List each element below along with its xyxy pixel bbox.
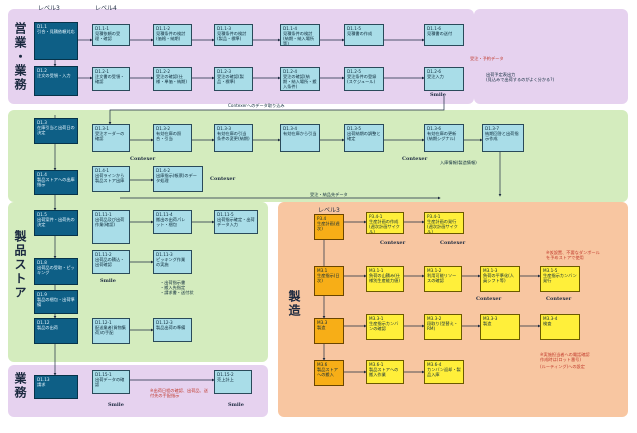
store-row3-step[interactable]: D1.11-4 搬出の出荷パレット・梱包 — [153, 210, 192, 234]
store-row4-step[interactable]: D1.11-2 出荷品の積込・出荷確認 — [92, 250, 130, 274]
mfg-row1-step[interactable]: P3.4-1 生産計画の作成(週次計画サイクル) — [366, 212, 404, 234]
system-contexer: Contexer — [130, 156, 156, 162]
sales-l3-d1-2[interactable]: D1.2 注文の受領・入力 — [34, 66, 78, 96]
mfg-row2-step[interactable]: M3.1-1 負荷の山積み(仕様別生産能力値) — [366, 266, 404, 292]
mfg-row4-step[interactable]: M3.6-1 製品ストアへの搬入作業 — [366, 360, 404, 384]
sales-row2-step[interactable]: D1.2-4 受注の確認(納期・納入場所・搬入条件) — [280, 67, 320, 91]
store-row1-step[interactable]: D1.3-4 有効在庫から引当 — [280, 124, 320, 152]
system-smile: Smile — [108, 402, 124, 408]
store-row1-step[interactable]: D1.3-7 納期回答と出荷指示作成 — [482, 124, 524, 152]
sales-row1-step[interactable]: D1.1-1 見積依頼の受理・確認 — [92, 24, 130, 46]
flow-label-ship-data: 受注・納品先データ — [310, 192, 348, 197]
mfg-l3-step[interactable]: M3.3 製造 — [314, 318, 344, 344]
section-manufacturing: 製造 — [287, 290, 301, 318]
mfg-l3-step[interactable]: M3.1 生産指示(日次) — [314, 266, 344, 296]
system-smile: Smile — [100, 278, 116, 284]
sales-row2-step[interactable]: D1.2-5 受注条件の登録(スケジュール) — [344, 67, 384, 91]
sales-lane-right — [474, 9, 628, 104]
store-l3-step[interactable]: D1.13 請求 — [34, 375, 78, 399]
flow-label-forecast: 受注・予約データ — [470, 56, 504, 61]
store-l3-step[interactable]: D1.3 在庫引当と出荷日の決定 — [34, 118, 78, 144]
store-row3-step[interactable]: D1.11-1 出荷品及び出荷作業(確認) — [92, 210, 130, 244]
level3-mfg-label: レベル3 — [318, 207, 340, 214]
mfg-l3-step[interactable]: M3.6 製品ストアへの搬入 — [314, 360, 344, 386]
store-row1-step[interactable]: D1.3-2 有効在庫の照合・引当 — [153, 124, 192, 152]
mfg-row3-step[interactable]: M3.3-2 段取り(型替え・RM) — [424, 314, 462, 340]
level4-label: レベル4 — [95, 5, 117, 12]
system-smile: Smile — [228, 402, 244, 408]
sales-row1-step[interactable]: D1.1-3 見積条件の検討 (製品・標準) — [214, 24, 253, 46]
store-l3-step[interactable]: D1.4 製品ストアへの出庫指示 — [34, 170, 78, 195]
note-cardboard: ※仮設置、不要なダンボール を予めストアで使用 — [546, 250, 600, 260]
sales-row2-step[interactable]: D1.2-2 受注の確認(仕様・単価・納期) — [153, 67, 192, 91]
mfg-row3-step[interactable]: M3.3-4 検査 — [540, 314, 580, 340]
system-contexer: Contexer — [402, 156, 428, 162]
mfg-row3-step[interactable]: M3.3-3 製造 — [480, 314, 520, 340]
note-lot: ※実施担当者への電話確認 作成時は(ロット番号) — [540, 352, 590, 362]
store-l3-step[interactable]: D1.8 出荷品の受取・ピッキング — [34, 258, 78, 285]
store-row4-step[interactable]: D1.11-3 ピッキング作業の実施 — [153, 250, 192, 274]
flow-label-contexer-data: Contexerへのデータ取り込み — [228, 103, 285, 108]
sales-row2-step[interactable]: D1.2-3 受注の確認(製品・標準) — [214, 67, 253, 91]
store-row5-step[interactable]: D1.12-1 配送業者(貨物集荷)の手配 — [92, 318, 130, 344]
section-business: 業務 — [13, 372, 27, 400]
system-contexer: Contexer — [380, 240, 406, 246]
sales-l3-d1-1[interactable]: D1.1 引合・見積依頼対応 — [34, 22, 78, 60]
store-row1-step[interactable]: D1.3-3 有効在庫の引当条件の変更(納期) — [214, 124, 253, 152]
system-contexer: Contexer — [476, 296, 502, 302]
sales-row1-step[interactable]: D1.1-6 見積書の送付 — [424, 24, 464, 46]
mfg-row2-step[interactable]: M3.1-5 生産指示カンバン発行 — [540, 266, 580, 292]
system-smile: Smile — [430, 92, 446, 98]
store-row2-step[interactable]: D1.4-2 出庫指示(帳票)のデータ処理 — [153, 166, 203, 192]
mfg-row4-step[interactable]: M3.6-4 カンバン返却・製品入庫 — [424, 360, 464, 384]
flow-label-forecast2: 出荷予定表出力 (見込みで出荷するのがよく分かる?) — [486, 72, 555, 82]
note-routing: (ルーティング)への設定 — [540, 364, 585, 369]
mfg-row2-step[interactable]: M3.1-2 利用可能リソースの確認 — [424, 266, 462, 292]
store-l3-step[interactable]: D1.5 出荷案件・出荷先の決定 — [34, 210, 78, 236]
store-bullet-list: ・出荷指示書 ・搬入先指定 ・請求書・送付状 — [160, 280, 194, 295]
flow-label-entry: 入庫情報(製造情報) — [440, 160, 477, 165]
sales-row1-step[interactable]: D1.1-5 見積書の作成 — [344, 24, 384, 46]
section-product-store: 製品ストア — [13, 230, 27, 300]
system-contexer: Contexer — [210, 176, 236, 182]
mfg-l3-step[interactable]: P3.4 生産計画(週次) — [314, 214, 344, 240]
mfg-row3-step[interactable]: M3.3-1 生産指示カンバンの確認 — [366, 314, 404, 340]
level3-label: レベル3 — [38, 5, 60, 12]
mfg-row2-step[interactable]: M3.1-3 負荷の平準化(人員シフト等) — [480, 266, 520, 292]
system-contexer: Contexer — [440, 240, 466, 246]
store-l3-step[interactable]: D1.9 製品の梱包・出荷準備 — [34, 290, 78, 314]
sales-row1-step[interactable]: D1.1-2 見積条件の検討 (価格・納期) — [153, 24, 192, 46]
business-step[interactable]: D1.15-1 出荷データの確認 — [92, 370, 130, 394]
store-row1-step[interactable]: D1.3-6 有効在庫の更新(納期シグナル) — [424, 124, 464, 152]
store-row1-step[interactable]: D1.3-5 出荷納期の調整と確定 — [344, 124, 384, 152]
sales-row1-step[interactable]: D1.1-4 見積条件の検討 (納期・納入場所等) — [280, 24, 320, 46]
store-row3-step[interactable]: D1.11-5 出荷指示確定・出荷データ入力 — [214, 210, 258, 234]
system-contexer: Contexer — [546, 296, 572, 302]
store-row1-step[interactable]: D1.3-1 受注オーダーの確認 — [92, 124, 130, 152]
note-shipping: ※出荷日程の確認、出荷品、送付先の手配指示 — [150, 388, 208, 398]
section-sales: 営業・業務 — [13, 22, 27, 92]
business-step[interactable]: D1.15-2 売上計上 — [214, 370, 252, 394]
sales-row2-step[interactable]: D1.2-1 注文書の受領・確認 — [92, 67, 130, 91]
store-l3-step[interactable]: D1.12 製品の出荷 — [34, 318, 78, 344]
mfg-row1-step[interactable]: P3.4-1 生産計画の発行(週次計画サイクル) — [424, 212, 464, 234]
sales-row2-step[interactable]: D1.2-6 受注入力 — [424, 67, 464, 91]
store-row5-step[interactable]: D1.12-3 製品出荷の準備 — [153, 318, 192, 342]
store-row2-step[interactable]: D1.4-1 出荷ラインから製品ストア出庫 — [92, 166, 130, 192]
